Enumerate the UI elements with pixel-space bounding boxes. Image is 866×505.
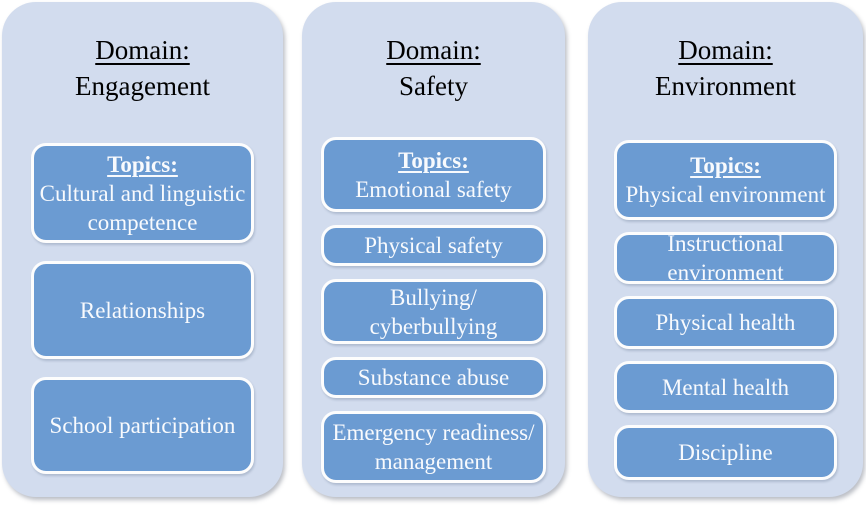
domain-label: Domain: (678, 35, 773, 65)
topic-label: Physical safety (364, 233, 503, 258)
domain-name: Safety (399, 71, 468, 101)
topic-box-physical-safety: Physical safety (321, 225, 546, 266)
topic-box-emotional-safety: Topics: Emotional safety (321, 137, 546, 212)
domain-title-engagement: Domain: Engagement (2, 32, 283, 104)
topic-box-school-participation: School participation (31, 377, 254, 474)
topics-list-safety: Topics: Emotional safety Physical safety… (302, 137, 565, 483)
domain-name: Environment (655, 71, 796, 101)
topic-label: Physical environment (625, 182, 826, 207)
topic-label: Emergency readiness/ management (332, 420, 535, 474)
topic-box-mental-health: Mental health (614, 361, 837, 413)
topic-label: School participation (49, 413, 236, 438)
domain-label: Domain: (95, 35, 190, 65)
topic-label: Bullying/ cyberbullying (369, 284, 498, 339)
topic-label: Mental health (661, 374, 790, 400)
topic-label: Substance abuse (357, 365, 510, 390)
domain-panel-environment: Domain: Environment Topics: Physical env… (588, 2, 863, 497)
topic-box-emergency-readiness-management: Emergency readiness/ management (321, 411, 546, 483)
topic-label: Physical health (655, 310, 796, 335)
topic-label: Relationships (79, 297, 206, 323)
topics-heading: Topics: (690, 153, 761, 178)
domain-name: Engagement (75, 71, 210, 101)
topic-label: Instructional environment (667, 232, 784, 284)
topic-box-physical-health: Physical health (614, 296, 837, 349)
topic-label: Emotional safety (355, 176, 512, 202)
domain-panel-engagement: Domain: Engagement Topics: Cultural and … (2, 2, 283, 497)
topics-heading: Topics: (107, 151, 178, 177)
topics-list-environment: Topics: Physical environment Instruction… (588, 140, 863, 480)
topic-box-physical-environment: Topics: Physical environment (614, 140, 837, 220)
topic-box-instructional-environment: Instructional environment (614, 232, 837, 284)
topics-list-engagement: Topics: Cultural and linguistic competen… (2, 143, 283, 474)
topic-box-discipline: Discipline (614, 425, 837, 480)
topic-box-relationships: Relationships (31, 261, 254, 359)
topic-box-cultural-linguistic-competence: Topics: Cultural and linguistic competen… (31, 143, 254, 243)
domain-label: Domain: (386, 35, 481, 65)
domain-title-safety: Domain: Safety (302, 32, 565, 104)
topic-label: Discipline (678, 440, 773, 465)
topic-label: Cultural and linguistic competence (39, 180, 246, 235)
topic-box-substance-abuse: Substance abuse (321, 357, 546, 398)
topic-box-bullying-cyberbullying: Bullying/ cyberbullying (321, 279, 546, 344)
domain-panel-safety: Domain: Safety Topics: Emotional safety … (302, 2, 565, 497)
domain-title-environment: Domain: Environment (588, 32, 863, 104)
topics-heading: Topics: (398, 147, 469, 173)
